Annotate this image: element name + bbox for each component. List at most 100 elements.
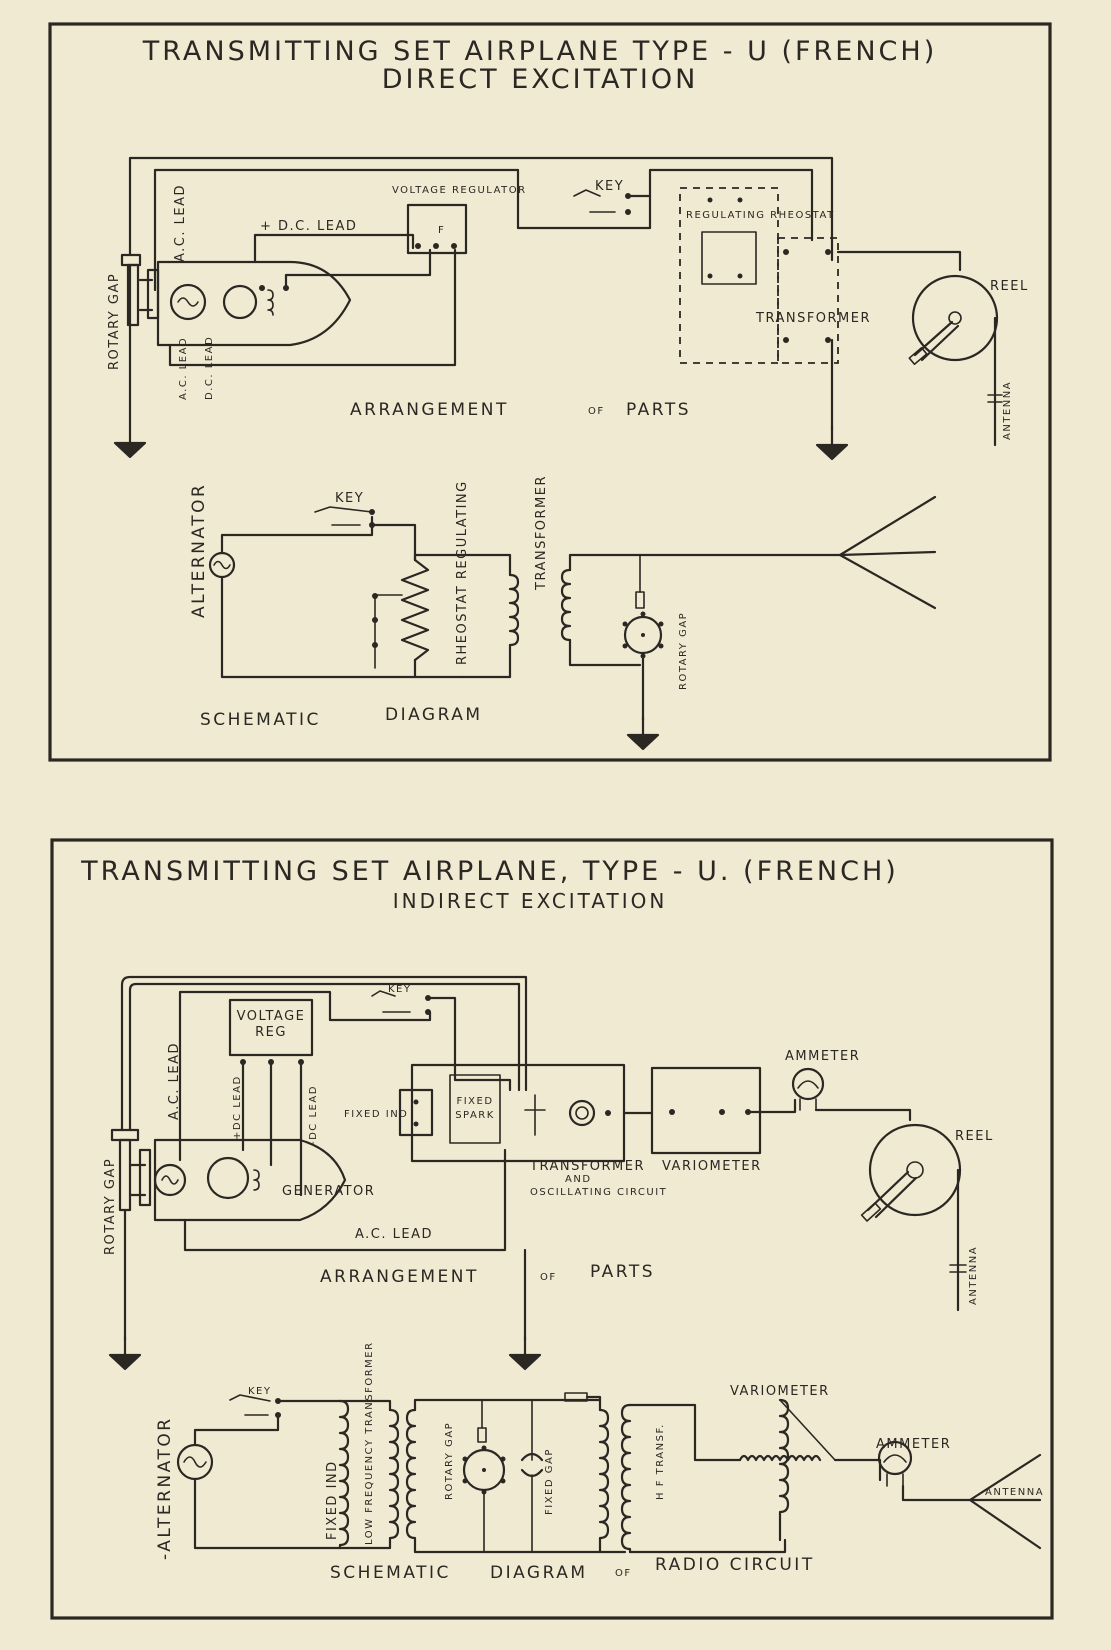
bottom-sch-variometer-v (778, 1398, 790, 1542)
bottom-dc-lead-neg-label: -DC LEAD (308, 1085, 319, 1145)
top-sch-key-label: KEY (335, 491, 364, 506)
bottom-reel (868, 1123, 962, 1217)
bottom-panel: TRANSMITTING SET AIRPLANE, TYPE - U. (FR… (50, 838, 1054, 1620)
bottom-title-line2: INDIRECT EXCITATION (393, 889, 668, 913)
bottom-variometer-label: VARIOMETER (662, 1159, 762, 1174)
top-key-label: KEY (595, 179, 624, 194)
top-sch-transformer-primary (508, 573, 520, 647)
top-arrangement-caption-b: PARTS (626, 400, 691, 420)
top-arrangement-caption-of: OF (588, 406, 605, 417)
bottom-transformer-label-2: OSCILLATING CIRCUIT (530, 1187, 667, 1198)
bottom-title-line1: TRANSMITTING SET AIRPLANE, TYPE - U. (FR… (80, 856, 899, 887)
bottom-fixed-ind (398, 1088, 434, 1137)
bottom-sch-ammeter (877, 1440, 913, 1487)
bottom-sch-bus-top (413, 1398, 602, 1412)
bottom-sch-caption-c: RADIO CIRCUIT (655, 1555, 815, 1575)
top-regulating-label: REGULATING RHEOSTAT (686, 210, 835, 221)
bottom-sch-fixed-ind-label: FIXED IND (325, 1460, 340, 1540)
top-sch-wire-5 (568, 638, 642, 667)
top-title-line2: DIRECT EXCITATION (382, 64, 699, 95)
top-sch-transformer-label: TRANSFORMER (534, 475, 549, 591)
bottom-sch-antenna (968, 1453, 1042, 1550)
top-title-line1: TRANSMITTING SET AIRPLANE TYPE - U (FREN… (142, 36, 937, 67)
top-panel-frame (48, 22, 1052, 762)
bottom-sch-fixed-gap (520, 1399, 544, 1553)
bottom-sch-hf-primary (598, 1408, 610, 1554)
bottom-wire-inner (128, 982, 521, 1132)
bottom-sch-variometer-label: VARIOMETER (730, 1384, 830, 1399)
bottom-sch-lf-wire (338, 1399, 392, 1412)
top-arrangement: ROTARY GAP A.C. LEAD + D.C. LEAD A.C. LE… (107, 156, 1029, 461)
bottom-sch-rotary-gap (462, 1399, 506, 1553)
bottom-sch-wire-2 (193, 1477, 342, 1550)
bottom-sch-lf-secondary (405, 1408, 417, 1547)
bottom-reel-crank (866, 1170, 918, 1219)
bottom-voltage-reg (228, 998, 314, 1057)
top-sch-alternator-label: ALTERNATOR (189, 483, 209, 618)
top-sch-caption-a: SCHEMATIC (200, 710, 321, 730)
bottom-generator (153, 1138, 347, 1222)
bottom-ground-center (508, 1335, 542, 1371)
top-schematic: ALTERNATOR KEY RHEOSTAT REGULATING (189, 475, 937, 751)
top-generator (156, 260, 352, 347)
bottom-fixed-ind-label: FIXED IND (344, 1109, 408, 1120)
top-reel-crank (913, 320, 960, 362)
bottom-reel-label: REEL (955, 1129, 994, 1144)
bottom-transformer-coil (568, 1099, 596, 1127)
top-sch-wire-3 (413, 553, 512, 577)
bottom-wire-outer (120, 975, 528, 1132)
top-wire-ac (153, 168, 814, 292)
top-transformer-outline (777, 237, 839, 364)
bottom-ground-left (108, 1335, 142, 1371)
bottom-dc-lead-pos-label: +DC LEAD (232, 1075, 243, 1140)
top-rotary-gap-label: ROTARY GAP (107, 273, 122, 370)
top-dc-lead-wire (253, 233, 415, 264)
top-wire-frame (128, 156, 834, 262)
bottom-sch-var-wire-2 (628, 1538, 787, 1554)
top-sch-wire-4 (460, 643, 512, 679)
top-ground-left (113, 423, 147, 459)
bottom-sch-caption-of: OF (615, 1568, 632, 1579)
top-antenna-label: ANTENNA (1002, 381, 1013, 440)
top-dc-lead-low-label: D.C. LEAD (204, 336, 215, 400)
bottom-reg-leads (241, 1060, 303, 1197)
bottom-ammeter-wire-in (746, 1098, 797, 1114)
bottom-ac-lead-label: A.C. LEAD (167, 1042, 182, 1120)
top-reel-label: REEL (990, 279, 1029, 294)
bottom-sch-ammeter-label: AMMETER (876, 1437, 951, 1452)
top-voltage-regulator-label: VOLTAGE REGULATOR (392, 185, 527, 196)
bottom-voltage-reg-label-2: REG (255, 1025, 287, 1040)
bottom-sch-fixed-gap-label: FIXED GAP (544, 1448, 555, 1515)
bottom-arrangement-caption-a: ARRANGEMENT (320, 1267, 479, 1287)
top-transformer-label: TRANSFORMER (755, 311, 871, 326)
bottom-fixed-spark-label-2: SPARK (455, 1110, 495, 1121)
bottom-sch-key-label: KEY (248, 1386, 271, 1397)
bottom-antenna-label: ANTENNA (968, 1246, 979, 1305)
bottom-sch-hf-wire (585, 1395, 602, 1412)
top-dc-lead-wire-2 (284, 248, 432, 290)
top-sch-rheostat (400, 558, 430, 662)
bottom-sch-hf-label: H F TRANSF. (655, 1423, 666, 1500)
bottom-sch-antenna-label: ANTENNA (985, 1487, 1044, 1498)
top-sch-rheostat-tap (374, 594, 403, 669)
top-sch-caption-b: DIAGRAM (385, 705, 483, 725)
bottom-sch-alternator-label: -ALTERNATOR (155, 1416, 175, 1560)
bottom-generator-label: GENERATOR (282, 1184, 375, 1199)
bottom-sch-key (229, 1394, 281, 1418)
top-ac-lead-low-wire (168, 248, 457, 367)
bottom-fixed-spark (449, 1074, 501, 1144)
bottom-sch-hf-secondary (620, 1403, 632, 1554)
bottom-transformer-and: AND (565, 1174, 592, 1185)
bottom-sch-wire-1 (193, 1416, 280, 1447)
top-reel (911, 274, 999, 362)
top-sch-transformer-secondary (560, 568, 572, 642)
top-ac-lead-label: A.C. LEAD (173, 184, 188, 262)
top-arrangement-caption-a: ARRANGEMENT (350, 400, 509, 420)
top-panel: TRANSMITTING SET AIRPLANE TYPE - U (FREN… (48, 22, 1052, 762)
top-sch-antenna (838, 495, 937, 610)
bottom-ac-lead-bottom-label: A.C. LEAD (355, 1227, 433, 1242)
top-sch-wire-2 (220, 575, 464, 679)
top-sch-key (314, 506, 375, 528)
top-rheostat-outline (679, 187, 779, 364)
